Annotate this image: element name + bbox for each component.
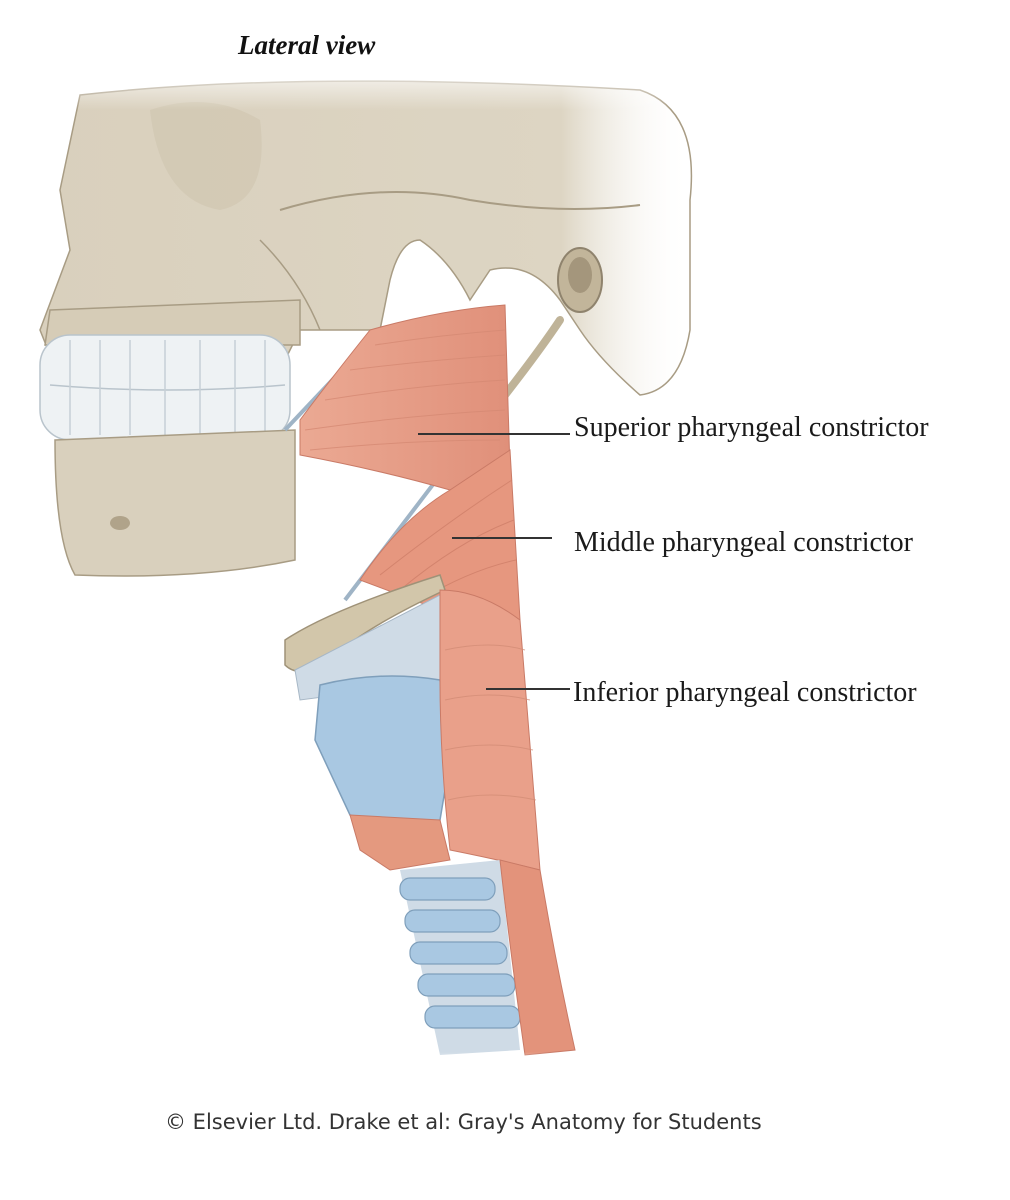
superior-leader-line: [418, 433, 570, 435]
mandible: [54, 429, 296, 577]
label-middle-pharyngeal-constrictor: Middle pharyngeal constrictor: [574, 527, 914, 558]
middle-leader-line: [452, 537, 552, 539]
superior-constrictor: [299, 304, 511, 491]
inferior-leader-line: [486, 688, 570, 690]
teeth: [39, 334, 291, 441]
inferior-constrictor: [439, 589, 541, 871]
figure-title: Lateral view: [238, 30, 376, 60]
thyroid-cartilage: [314, 675, 451, 825]
label-inferior-pharyngeal-constrictor: Inferior pharyngeal constrictor: [573, 677, 917, 708]
copyright-credit: © Elsevier Ltd. Drake et al: Gray's Anat…: [165, 1110, 762, 1134]
label-superior-pharyngeal-constrictor: Superior pharyngeal constrictor: [574, 412, 929, 443]
